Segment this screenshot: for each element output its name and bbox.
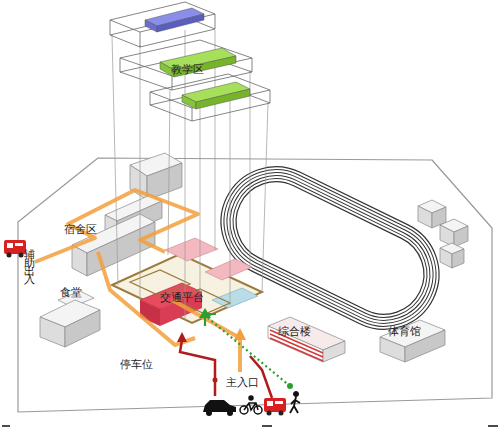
projection-line bbox=[262, 103, 268, 292]
zone-label: 体育馆 bbox=[388, 326, 421, 338]
frame-edge bbox=[110, 20, 111, 35]
projection-line bbox=[168, 90, 170, 255]
truck-body bbox=[4, 240, 26, 254]
truck-ladder bbox=[15, 243, 23, 246]
zone-label: 食堂 bbox=[60, 287, 82, 299]
rider-head bbox=[249, 396, 253, 400]
cube-side bbox=[452, 249, 464, 268]
route-line bbox=[35, 190, 198, 262]
route-line bbox=[180, 340, 215, 396]
bar-front bbox=[145, 20, 157, 32]
vehicle-route bbox=[180, 340, 272, 398]
truck-wheel bbox=[19, 253, 24, 258]
truck-wheel bbox=[267, 411, 272, 416]
platform-block bbox=[165, 238, 218, 261]
track-line bbox=[203, 148, 458, 348]
platform-block bbox=[205, 259, 252, 280]
pedestrian-arrowhead bbox=[199, 308, 211, 318]
projection-line bbox=[112, 35, 118, 285]
frame-edge bbox=[252, 58, 253, 72]
zone-label: 教学区 bbox=[171, 64, 204, 76]
truck-wheel bbox=[279, 411, 284, 416]
frame-edge bbox=[172, 76, 173, 90]
pedestrian-route bbox=[208, 318, 290, 386]
truck-wheel bbox=[7, 253, 12, 258]
frame-edge bbox=[150, 92, 151, 105]
zone-label: 辅助出入 bbox=[23, 240, 35, 272]
projection-lines bbox=[112, 30, 268, 320]
track-field bbox=[223, 168, 438, 328]
frame-edge bbox=[270, 90, 271, 103]
car-icon bbox=[203, 400, 236, 416]
bar-side bbox=[157, 14, 204, 32]
frame-top bbox=[150, 74, 270, 108]
site-ground bbox=[18, 158, 492, 412]
zone-label: 交通平台 bbox=[160, 292, 204, 304]
truck-window bbox=[7, 243, 13, 248]
truck-ladder bbox=[275, 401, 283, 404]
walker-head bbox=[294, 392, 299, 397]
truck-body bbox=[264, 398, 286, 412]
tick bbox=[2, 425, 10, 427]
complex-side bbox=[323, 341, 345, 362]
cube-front bbox=[418, 206, 432, 228]
running-track bbox=[203, 148, 458, 348]
bar-side bbox=[196, 89, 250, 109]
car-wheel bbox=[227, 410, 233, 416]
service-route bbox=[35, 190, 240, 372]
track-line bbox=[215, 160, 446, 336]
zone-label: 宿舍区 bbox=[64, 224, 97, 236]
projection-line bbox=[140, 45, 141, 300]
frame-edge bbox=[215, 14, 216, 29]
zone-label: 停车位 bbox=[120, 359, 153, 371]
zone-label: 综合楼 bbox=[278, 326, 311, 338]
frame-edge bbox=[140, 32, 141, 47]
track-line bbox=[211, 156, 450, 340]
frame-edge bbox=[120, 58, 121, 72]
route-dot bbox=[287, 383, 293, 389]
truck-window bbox=[267, 401, 273, 406]
walker-body bbox=[290, 397, 300, 413]
zone-label: 主入口 bbox=[226, 377, 259, 389]
bicycle-icon bbox=[240, 396, 262, 414]
car-wheel bbox=[206, 410, 212, 416]
frame-edge bbox=[192, 108, 193, 121]
bike-frame bbox=[244, 403, 258, 410]
projection-line bbox=[200, 108, 201, 292]
fire-truck bbox=[4, 240, 26, 258]
fire-truck bbox=[264, 398, 286, 416]
route-arrow bbox=[177, 332, 187, 342]
route-dot bbox=[213, 378, 218, 383]
route-line bbox=[172, 300, 240, 372]
canteen-side bbox=[65, 310, 100, 347]
track-line bbox=[219, 164, 442, 332]
cube-side bbox=[454, 226, 468, 247]
route-arrow bbox=[234, 328, 246, 340]
tick bbox=[488, 425, 498, 427]
track-line bbox=[207, 152, 454, 344]
gym-front bbox=[380, 337, 405, 362]
canteen-front bbox=[40, 317, 65, 347]
building-blocks bbox=[40, 153, 468, 362]
edge-ticks bbox=[2, 425, 498, 427]
pedestrian-icon bbox=[290, 392, 300, 414]
tick bbox=[262, 425, 272, 427]
projection-line bbox=[230, 100, 231, 305]
dorm-front bbox=[72, 245, 87, 276]
bar-front bbox=[182, 95, 196, 109]
frame-top bbox=[110, 2, 215, 32]
stripe bbox=[270, 338, 323, 361]
dorm-side bbox=[87, 222, 155, 276]
projection-line bbox=[250, 70, 251, 268]
frame-top bbox=[120, 40, 252, 76]
teaching-frames bbox=[110, 2, 270, 121]
complex-front bbox=[268, 326, 323, 362]
cube-front bbox=[440, 248, 452, 268]
teaching-bars bbox=[145, 8, 250, 109]
